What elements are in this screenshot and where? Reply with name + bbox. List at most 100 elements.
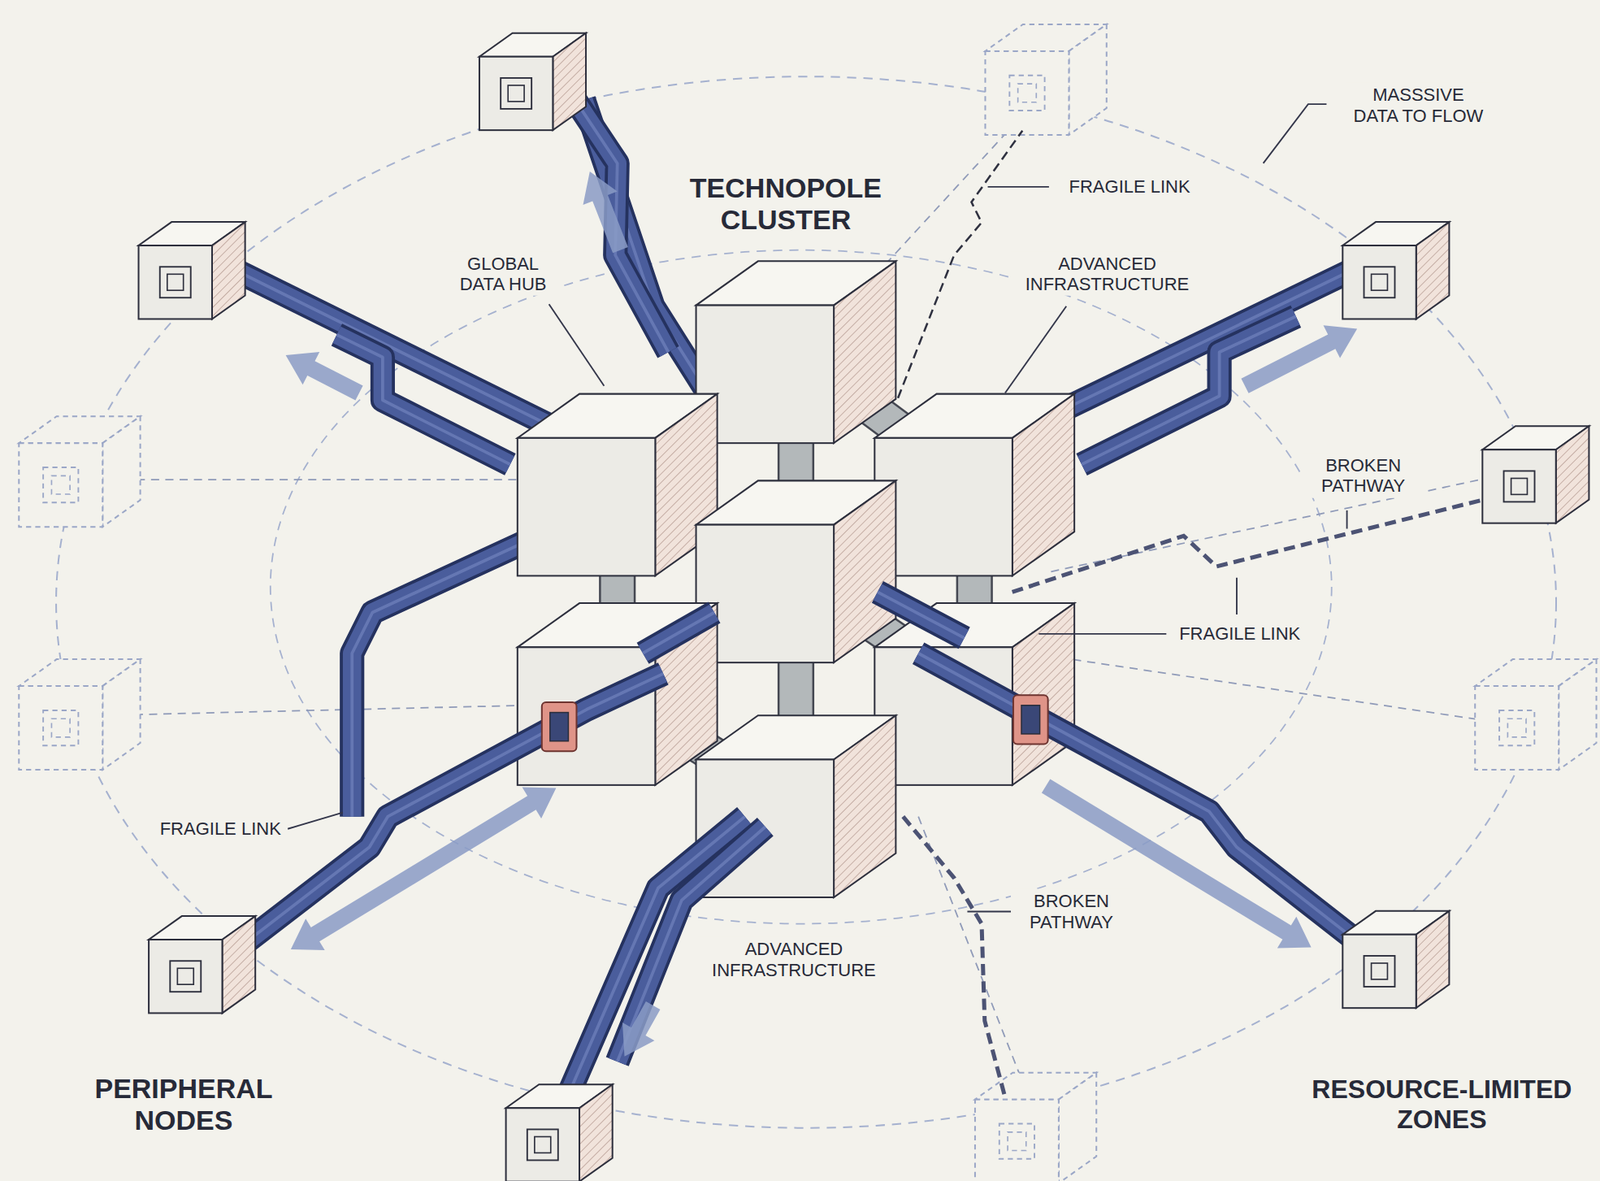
pipe-body bbox=[576, 102, 668, 353]
pipe-shine bbox=[877, 591, 965, 638]
cube-front bbox=[1342, 245, 1416, 319]
cube-side bbox=[833, 715, 896, 898]
peripheral-nodes bbox=[138, 33, 1590, 1181]
cube-icon bbox=[1511, 477, 1528, 495]
faded-node-cube bbox=[975, 1072, 1097, 1181]
cube-icon bbox=[169, 960, 201, 992]
zone-title: RESOURCE-LIMITED ZONES bbox=[1295, 1072, 1588, 1137]
cube-front bbox=[479, 56, 553, 131]
leader-line bbox=[549, 303, 605, 386]
cube-front bbox=[517, 437, 656, 577]
data-pipe bbox=[576, 102, 668, 353]
zone-title: PERIPHERAL NODES bbox=[73, 1071, 294, 1138]
cube-icon bbox=[527, 1128, 559, 1160]
flow-arrow bbox=[286, 351, 364, 400]
cube-icon bbox=[1364, 266, 1396, 298]
pipe-outline bbox=[236, 673, 664, 950]
red-socket bbox=[1013, 694, 1049, 744]
callout-label: FRAGILE LINK bbox=[156, 816, 286, 841]
dashed-spoke bbox=[1030, 653, 1480, 720]
cube-icon bbox=[51, 718, 70, 738]
pipe-outline bbox=[1081, 316, 1297, 464]
broken-pathway bbox=[1012, 499, 1483, 592]
cube-side bbox=[1012, 602, 1075, 785]
cube-side bbox=[1416, 221, 1450, 319]
flow-arrow bbox=[583, 171, 629, 253]
node-cube bbox=[1342, 910, 1449, 1008]
cube-icon bbox=[1364, 955, 1396, 987]
cube-front bbox=[18, 442, 103, 527]
leader-line bbox=[1263, 104, 1327, 164]
cube-front bbox=[18, 685, 103, 770]
leader-line bbox=[1038, 633, 1167, 635]
pipe-shine bbox=[336, 334, 510, 464]
technopole-cluster bbox=[517, 260, 1075, 898]
cube-front bbox=[506, 1107, 580, 1181]
callout-label: BROKEN PATHWAY bbox=[1010, 888, 1133, 934]
cube-side bbox=[1012, 394, 1075, 577]
faded-node-cube bbox=[984, 24, 1106, 135]
cube-side bbox=[1058, 1072, 1097, 1181]
cube-side bbox=[212, 221, 246, 319]
leader-line bbox=[1346, 510, 1349, 529]
data-pipe bbox=[918, 653, 1368, 950]
callout-label: MASSSIVE DATA TO FLOW bbox=[1345, 82, 1491, 128]
cube-side bbox=[579, 1084, 613, 1181]
cube-side bbox=[833, 260, 896, 443]
cube-icon bbox=[177, 967, 194, 985]
pipe-body bbox=[236, 673, 664, 950]
fragile-link bbox=[897, 130, 1023, 399]
node-cube bbox=[696, 480, 897, 663]
data-pipe bbox=[1081, 316, 1297, 464]
faded-node-cube bbox=[1474, 659, 1596, 770]
cube-icon bbox=[43, 710, 79, 746]
cube-icon bbox=[1499, 710, 1535, 746]
cube-icon bbox=[500, 78, 532, 109]
front-pipes bbox=[236, 591, 1367, 1123]
callout-label: ADVANCED INFRASTRUCTURE bbox=[698, 936, 889, 982]
cube-icon bbox=[160, 266, 191, 298]
faded-node-cube bbox=[18, 416, 140, 527]
pipe-outline bbox=[642, 612, 715, 654]
cube-icon bbox=[507, 85, 525, 102]
leader-line bbox=[1235, 577, 1238, 615]
dashed-spoke bbox=[138, 478, 531, 481]
cube-icon bbox=[1371, 962, 1388, 980]
data-pipe bbox=[236, 673, 664, 950]
data-pipe bbox=[877, 591, 965, 638]
back-pipes bbox=[229, 99, 1373, 817]
cube-side bbox=[1416, 910, 1450, 1008]
node-cube bbox=[148, 915, 256, 1013]
pipe-outline bbox=[576, 102, 668, 353]
cube-front bbox=[148, 939, 222, 1013]
node-cube bbox=[517, 394, 718, 577]
broken-pathway bbox=[902, 816, 1006, 1098]
cube-front bbox=[984, 51, 1069, 135]
faded-node-cube bbox=[18, 659, 140, 770]
rings bbox=[56, 76, 1557, 1128]
cube-icon bbox=[1371, 273, 1388, 291]
pipe-body bbox=[336, 334, 510, 464]
flow-arrow bbox=[1240, 325, 1358, 393]
pipe-body bbox=[877, 591, 965, 638]
cube-icon bbox=[1507, 718, 1527, 738]
cube-icon bbox=[43, 467, 79, 503]
faded-nodes bbox=[18, 24, 1596, 1181]
leader-line bbox=[1005, 306, 1067, 394]
outer-ring bbox=[56, 76, 1557, 1128]
socket-frame bbox=[1013, 694, 1049, 744]
cube-side bbox=[1068, 24, 1106, 135]
cube-icon bbox=[534, 1136, 551, 1153]
leader-line bbox=[287, 812, 343, 829]
cube-side bbox=[222, 915, 256, 1013]
node-cube bbox=[479, 33, 586, 131]
pipe-body bbox=[918, 653, 1368, 950]
callout-label: FRAGILE LINK bbox=[1065, 174, 1195, 199]
cube-icon bbox=[51, 475, 70, 495]
cube-icon bbox=[999, 1123, 1035, 1159]
cube-side bbox=[102, 416, 140, 527]
cube-side bbox=[1558, 659, 1596, 770]
cube-icon bbox=[167, 273, 184, 291]
callout-label: ADVANCED INFRASTRUCTURE bbox=[1011, 251, 1203, 296]
